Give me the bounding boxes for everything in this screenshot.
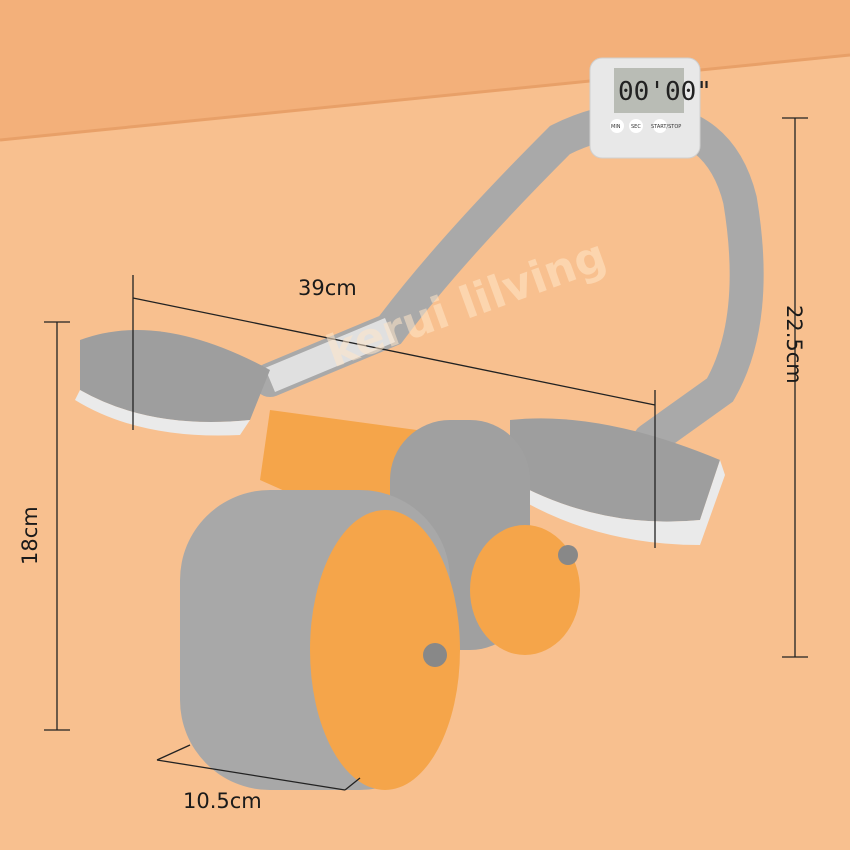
chrome-bar (265, 318, 395, 392)
timer-sec-label: SEC (631, 124, 641, 130)
timer-start-label: START/STOP (651, 124, 681, 130)
front-wheel-hub (310, 510, 460, 790)
timer-button-min (610, 119, 624, 133)
wall (0, 0, 850, 140)
timer-button-start-stop (653, 119, 667, 133)
left-elbow-pad (80, 330, 270, 422)
timer-display (614, 68, 684, 113)
dimension-lines (44, 117, 808, 791)
timer-display-text: 00'00" (618, 77, 712, 107)
bolt (558, 545, 578, 565)
right-elbow-pad (510, 418, 720, 522)
right-pad-base (505, 460, 725, 545)
depth-label: 10.5cm (183, 789, 262, 813)
timer-button-sec (629, 119, 643, 133)
back-wheel-hub (470, 525, 580, 655)
bolt (423, 643, 447, 667)
right-handle-bar (623, 103, 764, 457)
left-pad-base (75, 390, 250, 436)
floor-line (0, 53, 850, 142)
width-label: 39cm (298, 276, 357, 300)
wheel-height-label: 18cm (18, 506, 42, 565)
total-height-label: 22.5cm (782, 305, 806, 384)
timer-min-label: MIN (611, 124, 621, 130)
